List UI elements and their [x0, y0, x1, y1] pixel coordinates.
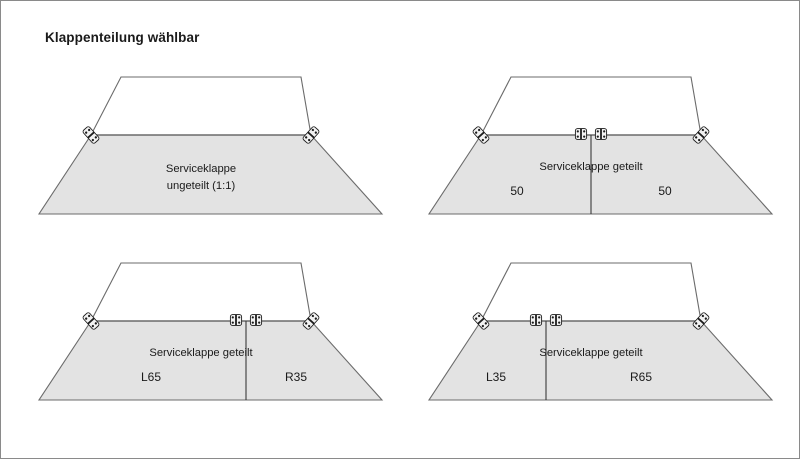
hinge-icon-left-corner — [472, 312, 490, 330]
panel-serviceklappe-geteilt-50-50: Serviceklappe geteilt 50 50 — [401, 65, 781, 225]
flap-value-left: L35 — [486, 370, 506, 384]
flap-value-left: 50 — [510, 184, 524, 198]
flap-value-right: R35 — [285, 370, 307, 384]
hinge-icon-right-corner — [302, 126, 320, 144]
hinge-icon-center-left — [529, 314, 543, 326]
panel-2-drawing: Serviceklappe geteilt 50 50 — [427, 76, 774, 215]
flap-value-right: 50 — [658, 184, 672, 198]
flap-label-line1: Serviceklappe — [166, 163, 236, 175]
flap-label-line1: Serviceklappe geteilt — [539, 347, 643, 359]
hinge-icon-center-right — [549, 314, 563, 326]
flap-label-line2: ungeteilt (1:1) — [167, 180, 236, 192]
hinge-icon-center-right — [594, 128, 608, 140]
panel-serviceklappe-geteilt-l35-r65: Serviceklappe geteilt L35 R65 — [401, 251, 781, 411]
panel-4-drawing: Serviceklappe geteilt L35 R65 — [427, 262, 774, 401]
flap-value-right: R65 — [630, 370, 652, 384]
panel-3-drawing: Serviceklappe geteilt L65 R35 — [37, 262, 384, 401]
trapezoid-upper-section — [90, 76, 312, 136]
trapezoid-flap-area — [427, 134, 774, 215]
hinge-icon-center-left — [229, 314, 243, 326]
trapezoid-upper-section — [480, 262, 702, 322]
trapezoid-upper-section — [90, 262, 312, 322]
panel-serviceklappe-ungeteilt: Serviceklappe ungeteilt (1:1) — [11, 65, 391, 225]
flap-label-line1: Serviceklappe geteilt — [149, 347, 253, 359]
flap-label-line1: Serviceklappe geteilt — [539, 161, 643, 173]
trapezoid-flap-area — [37, 320, 384, 401]
hinge-icon-center-right — [249, 314, 263, 326]
hinge-icon-left-corner — [472, 126, 490, 144]
panel-1-drawing: Serviceklappe ungeteilt (1:1) — [37, 76, 384, 215]
hinge-icon-left-corner — [82, 126, 100, 144]
flap-value-left: L65 — [141, 370, 161, 384]
page-title: Klappenteilung wählbar — [45, 30, 200, 45]
hinge-icon-left-corner — [82, 312, 100, 330]
trapezoid-flap-area — [427, 320, 774, 401]
trapezoid-upper-section — [480, 76, 702, 136]
hinge-icon-right-corner — [692, 126, 710, 144]
panel-serviceklappe-geteilt-l65-r35: Serviceklappe geteilt L65 R35 — [11, 251, 391, 411]
hinge-icon-center-left — [574, 128, 588, 140]
hinge-icon-right-corner — [692, 312, 710, 330]
hinge-icon-right-corner — [302, 312, 320, 330]
